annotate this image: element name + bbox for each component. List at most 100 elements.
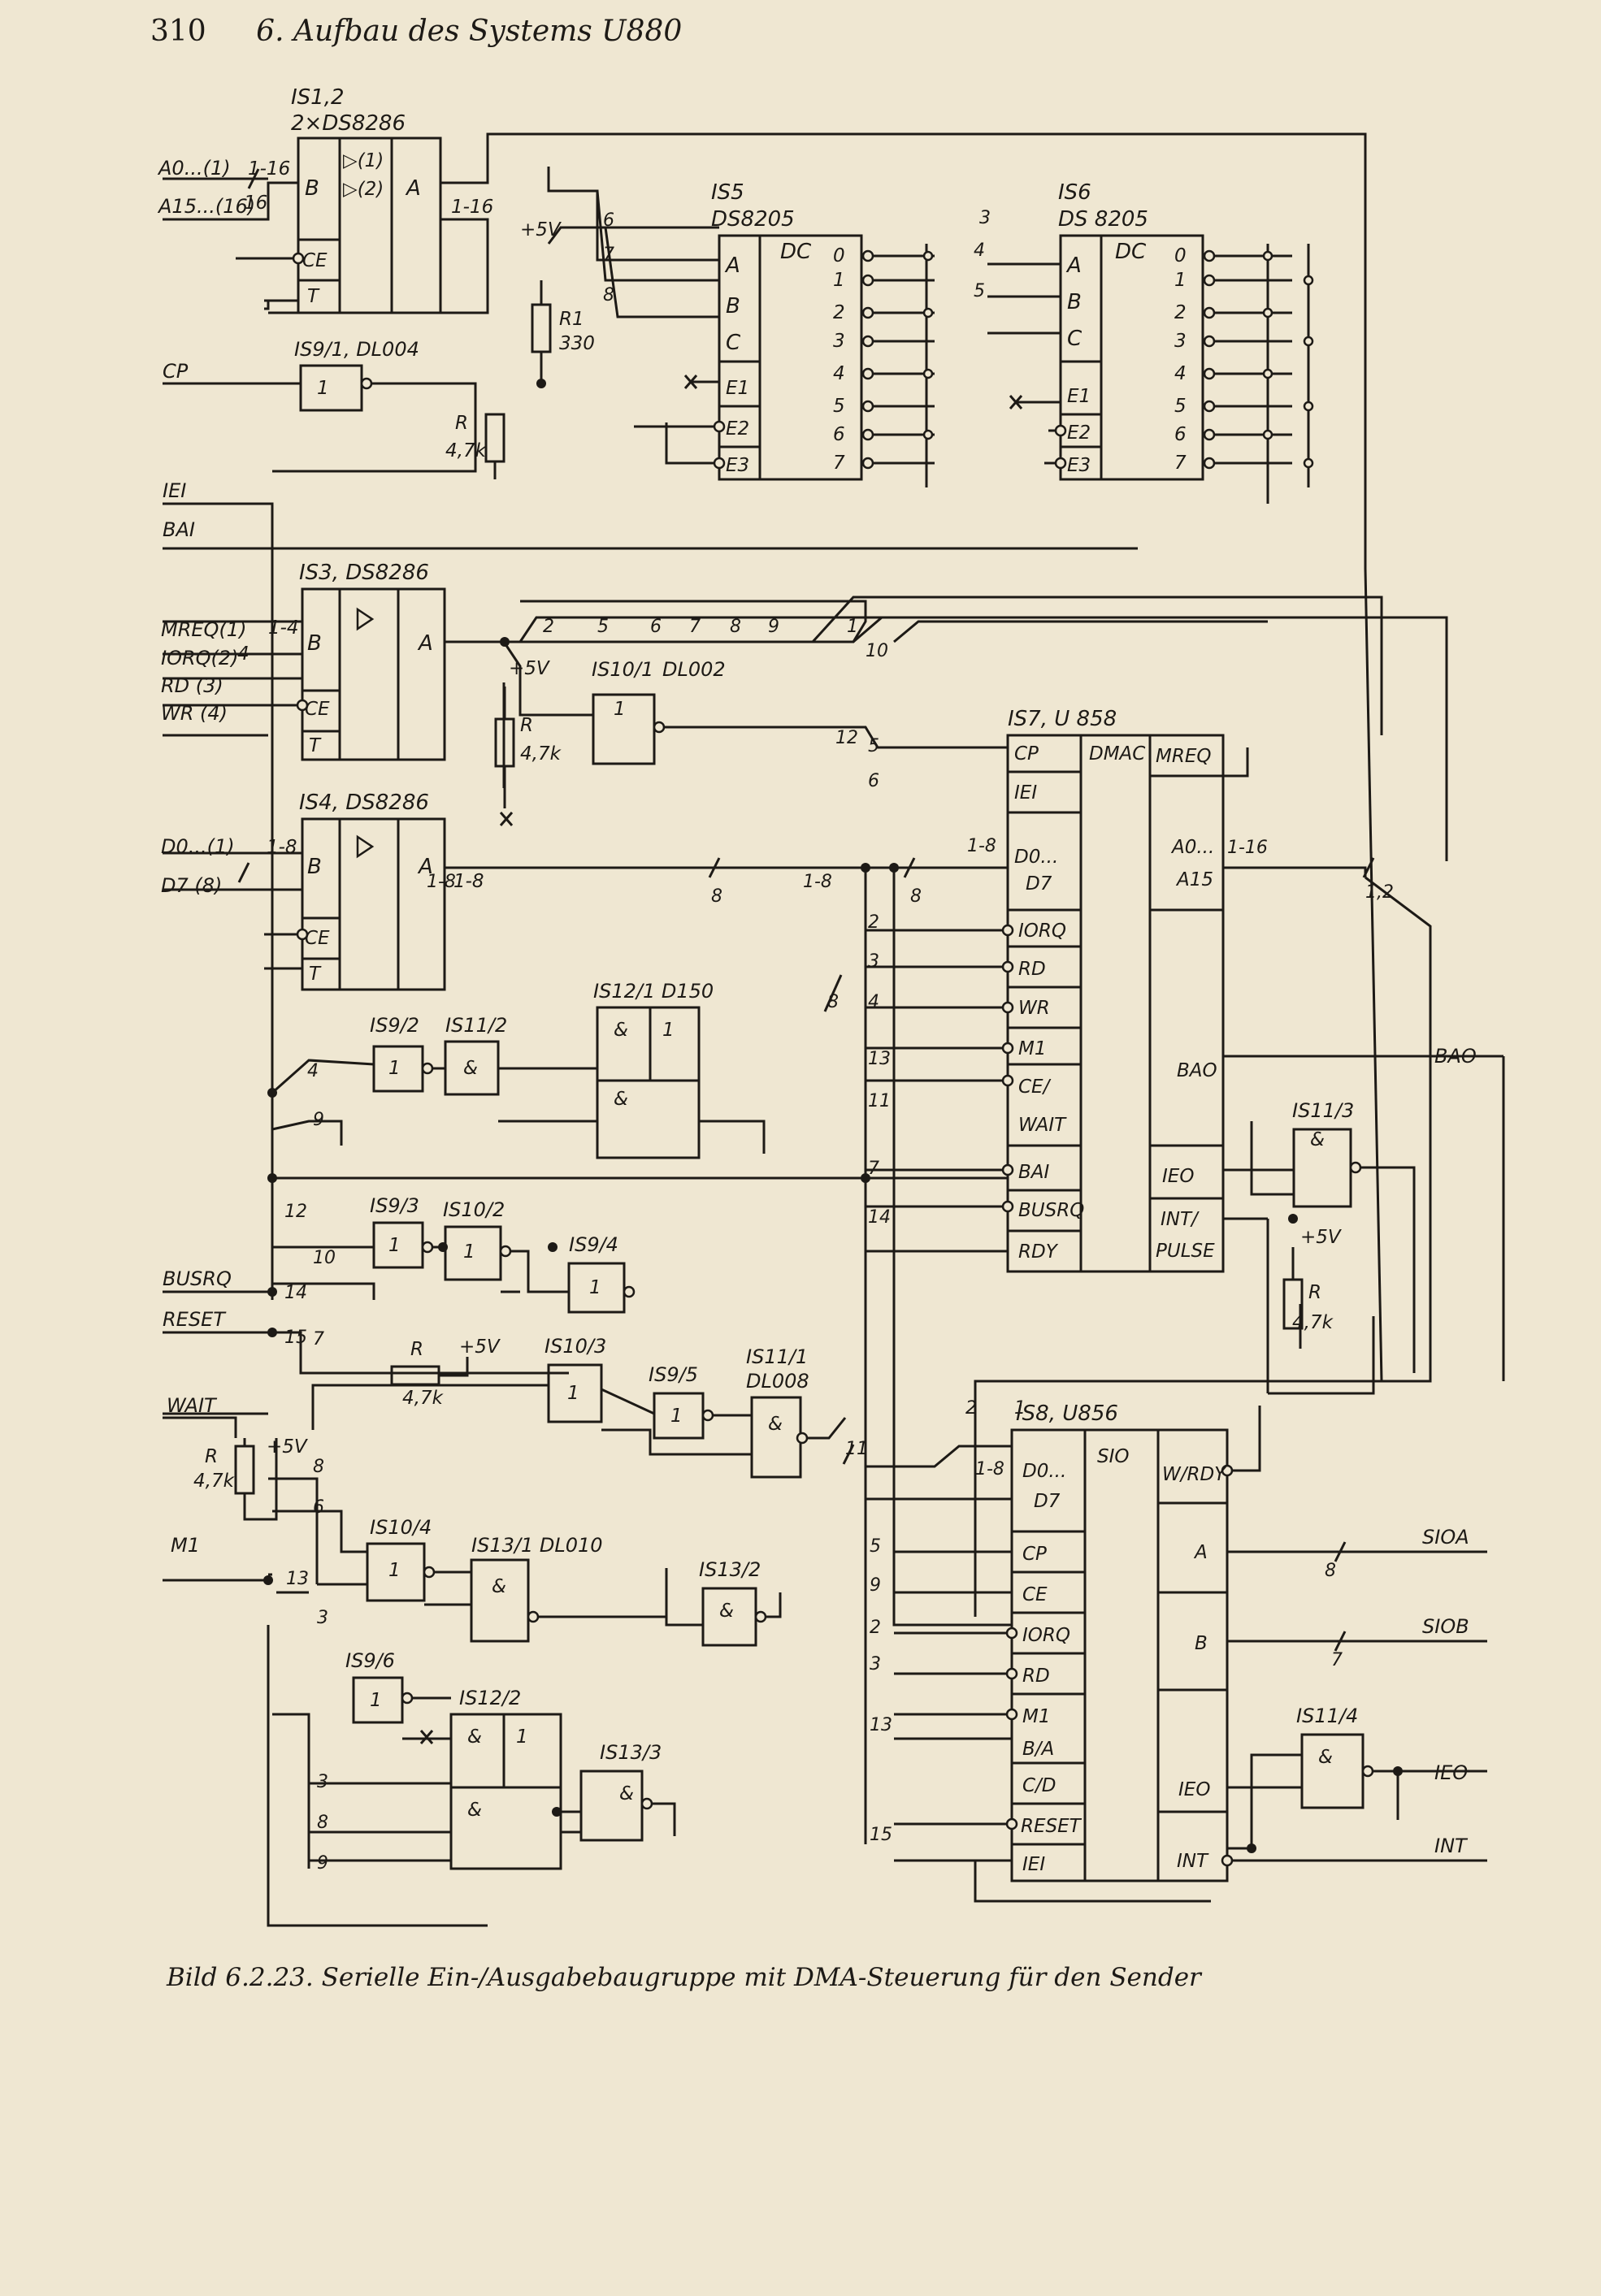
chip-is6-pin: E1: [1067, 386, 1091, 407]
wire-number: 8: [313, 1457, 324, 1477]
gate-symbol: &: [1318, 1747, 1333, 1768]
bus-label: 8: [910, 886, 922, 907]
page-header: 310 6. Aufbau des Systems U880: [150, 15, 682, 48]
chip-is8-pin: RD: [1022, 1666, 1050, 1687]
chip-is12-ref: IS1,2: [291, 85, 345, 110]
chip-is6-type: DS 8205: [1058, 207, 1148, 232]
signal-label: BUSRQ: [163, 1267, 232, 1290]
wire-number: 1-8: [967, 836, 996, 856]
wire-number: 6: [603, 210, 614, 231]
wire-number: 2: [543, 617, 554, 637]
bus-label: 1,2: [1365, 882, 1394, 903]
wire-number: 3: [317, 1772, 328, 1792]
chip-is7-pin: RDY: [1018, 1241, 1059, 1263]
gate-symbol: &: [467, 1800, 482, 1821]
gate-symbol: 1: [388, 1560, 401, 1581]
wire-number: 14: [868, 1207, 891, 1228]
chip-is8-pin: M1: [1022, 1706, 1050, 1727]
wire-number: 12: [284, 1202, 307, 1222]
signal-label: A15...(16): [157, 195, 255, 218]
chip-is6-pin: C: [1067, 327, 1083, 351]
chip-is4-ref: IS4, DS8286: [299, 791, 429, 815]
chip-is5-pin: 3: [833, 331, 845, 352]
wire-number: 15: [870, 1825, 892, 1845]
chip-is5-pin: 5: [833, 396, 845, 417]
figure-caption: Bild 6.2.23. Serielle Ein-/Ausgabebaugru…: [167, 1963, 1201, 1992]
chip-is7-pin: WAIT: [1018, 1115, 1067, 1136]
gate-label: IS9/3: [370, 1194, 419, 1217]
signal-label: CP: [163, 360, 189, 383]
gate-label: IS9/6: [345, 1649, 395, 1672]
gate-symbol: 1: [370, 1690, 382, 1711]
wire-number: 8: [603, 285, 614, 305]
wire-number: 2: [870, 1618, 881, 1638]
resistor-supply: +5V: [267, 1436, 309, 1458]
gate-label: IS13/3: [600, 1741, 662, 1764]
chip-is8-pin: C/D: [1022, 1775, 1056, 1796]
chip-is7-pin: PULSE: [1156, 1241, 1215, 1262]
chip-is4-pin: T: [309, 964, 322, 985]
gate-symbol: 1: [388, 1235, 401, 1256]
chip-is6-pin: B: [1067, 290, 1082, 314]
gate-symbol: &: [492, 1576, 506, 1597]
chip-is7-pin: IEI: [1014, 782, 1037, 804]
chip-is8-pin: W/RDY: [1162, 1464, 1227, 1485]
chip-is5-pin: E3: [726, 455, 749, 476]
wire-number: 9: [313, 1110, 324, 1130]
signal-label: INT: [1434, 1835, 1469, 1857]
resistor-ref: R: [520, 715, 533, 736]
gate-symbol: 1: [662, 1020, 675, 1041]
gate-label: IS10/2: [443, 1198, 505, 1221]
resistor-ref: R1: [559, 309, 584, 330]
resistor-value: 4,7k: [520, 743, 562, 765]
wire-number: 7: [689, 617, 701, 637]
gate-symbol: &: [614, 1020, 628, 1041]
chip-is5-body: [718, 234, 863, 481]
signal-label: A0...(1): [157, 157, 231, 180]
chip-is6-pin: 5: [1174, 396, 1187, 417]
chip-is6-pin: 3: [1174, 331, 1187, 352]
gate-symbol: 1: [670, 1406, 683, 1427]
chip-is5-type: DS8205: [711, 207, 795, 232]
wire-number: 12: [835, 728, 858, 748]
bus-label: 1-16: [451, 197, 493, 218]
wire-number: 6: [650, 617, 662, 637]
resistor-supply: +5V: [459, 1336, 501, 1358]
chip-is7-pin: CP: [1014, 743, 1039, 765]
signal-label: SIOB: [1422, 1615, 1469, 1638]
chip-is7-func: DMAC: [1089, 743, 1145, 765]
chip-is6-ref: IS6: [1058, 180, 1091, 205]
chip-is7-pin: BAI: [1018, 1162, 1050, 1183]
chip-is8-pin: B/A: [1022, 1739, 1054, 1760]
chip-is6-pin: 4: [1174, 363, 1187, 384]
chip-is3-pin: CE: [305, 699, 330, 720]
gate-symbol: 1: [516, 1726, 528, 1748]
chip-is3-pin: A: [417, 631, 433, 656]
signal-label: WAIT: [167, 1394, 218, 1417]
chip-is7-pin: A0...: [1170, 837, 1214, 858]
gate-label: IS12/2: [459, 1687, 521, 1709]
gate-symbol: &: [614, 1089, 628, 1110]
bus-label: 1-16: [248, 158, 290, 180]
chip-is5-pin: 1: [833, 270, 845, 291]
chip-is12-pin: B: [305, 176, 319, 201]
chip-is8-pin: D0...: [1022, 1461, 1066, 1482]
gate-symbol: 1: [317, 378, 329, 399]
chip-is7-pin: WR: [1018, 998, 1050, 1019]
gate-symbol: 1: [614, 699, 626, 720]
wire-number: 13: [286, 1569, 309, 1589]
chip-is5-pin: 6: [833, 424, 845, 445]
chip-is7-pin: RD: [1018, 959, 1046, 980]
gate-symbol: &: [719, 1601, 734, 1622]
signal-label: SIOA: [1422, 1526, 1469, 1549]
chip-is5-pin: 2: [833, 302, 845, 323]
wire-number: 7: [603, 245, 614, 265]
chip-is7-pin: IORQ: [1018, 921, 1066, 942]
resistor-value: 4,7k: [193, 1471, 236, 1492]
gate-label: IS11/4: [1296, 1705, 1358, 1727]
gate-label: IS9/1, DL004: [294, 338, 419, 361]
chip-is6-pin: 0: [1174, 245, 1187, 266]
gate-symbol: 1: [567, 1383, 579, 1404]
chip-is5-pin: 0: [833, 245, 845, 266]
chip-is6-pin: E2: [1067, 422, 1091, 444]
